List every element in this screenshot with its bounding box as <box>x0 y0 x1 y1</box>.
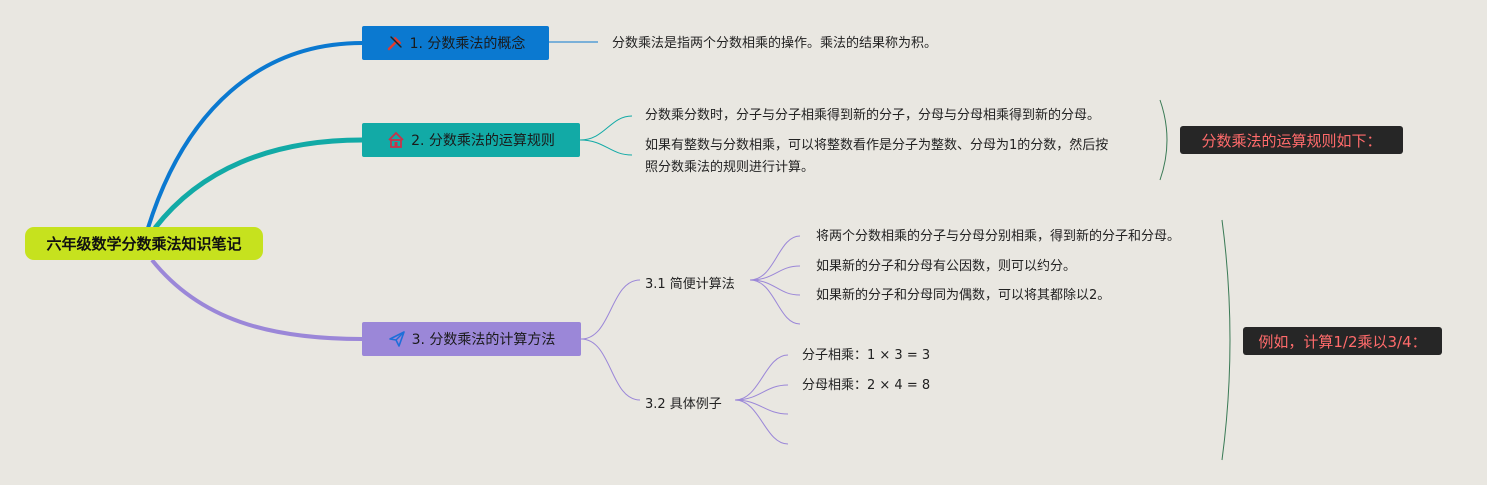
leaf-text: 将两个分数相乘的分子与分母分别相乘，得到新的分子和分母。 <box>816 229 1181 244</box>
leaf-concept-definition: 分数乘法是指两个分数相乘的操作。乘法的结果称为积。 <box>612 33 937 55</box>
connector-b3-sub1 <box>580 279 641 340</box>
summary-example[interactable]: 例如，计算1/2乘以3/4： <box>1243 327 1442 355</box>
connector-b3-sub2 <box>580 338 641 401</box>
branch-methods[interactable]: 3. 分数乘法的计算方法 <box>362 322 581 356</box>
summary-bracket-b2 <box>1159 99 1168 181</box>
summary-rules[interactable]: 分数乘法的运算规则如下： <box>1180 126 1403 154</box>
branch-methods-label: 3. 分数乘法的计算方法 <box>411 332 556 348</box>
branch-rules-label: 2. 分数乘法的运算规则 <box>411 133 555 149</box>
paper-plane-icon <box>388 330 406 348</box>
leaf-text-line2: 照分数乘法的规则进行计算。 <box>645 160 815 175</box>
home-icon <box>387 131 405 149</box>
leaf-text: 如果新的分子和分母有公因数，则可以约分。 <box>816 259 1077 274</box>
connector-sub1-leaf2 <box>749 265 801 281</box>
connector-b2-leaf2 <box>579 139 633 156</box>
summary-bracket-b3 <box>1221 219 1231 461</box>
leaf-text: 分母相乘：2 × 4 = 8 <box>802 378 931 393</box>
connector-sub1-leaf3 <box>749 279 801 296</box>
leaf-rules-2: 如果有整数与分数相乘，可以将整数看作是分子为整数、分母为1的分数，然后按 照分数… <box>645 135 1108 179</box>
leaf-text: 分数乘分数时，分子与分子相乘得到新的分子，分母与分母相乘得到新的分母。 <box>645 108 1101 123</box>
connector-root-b1 <box>146 41 363 229</box>
root-topic-label: 六年级数学分数乘法知识笔记 <box>46 235 242 253</box>
tools-icon <box>386 34 404 52</box>
leaf-example-2: 分母相乘：2 × 4 = 8 <box>802 375 930 397</box>
summary-rules-label: 分数乘法的运算规则如下： <box>1201 131 1382 150</box>
connector-sub1-leaf1 <box>749 235 801 281</box>
connector-sub2-leaf4 <box>734 399 789 445</box>
leaf-rules-1: 分数乘分数时，分子与分子相乘得到新的分子，分母与分母相乘得到新的分母。 <box>645 105 1100 127</box>
summary-example-label: 例如，计算1/2乘以3/4： <box>1258 332 1427 351</box>
subtopic-label: 3.1 简便计算法 <box>645 277 735 292</box>
connector-sub2-leaf1 <box>734 354 789 401</box>
branch-rules[interactable]: 2. 分数乘法的运算规则 <box>362 123 580 157</box>
connector-root-b3 <box>150 258 363 341</box>
connector-root-b2 <box>153 137 363 230</box>
connector-sub2-leaf2 <box>734 384 789 401</box>
leaf-simple-3: 如果新的分子和分母同为偶数，可以将其都除以2。 <box>816 285 1110 307</box>
root-topic[interactable]: 六年级数学分数乘法知识笔记 <box>25 227 263 260</box>
connector-sub1-leaf4 <box>749 279 801 325</box>
branch-concept-label: 1. 分数乘法的概念 <box>409 36 526 52</box>
connector-b2-leaf1 <box>579 115 633 141</box>
subtopic-label: 3.2 具体例子 <box>645 397 722 412</box>
leaf-example-1: 分子相乘：1 × 3 = 3 <box>802 345 930 367</box>
leaf-simple-1: 将两个分数相乘的分子与分母分别相乘，得到新的分子和分母。 <box>816 226 1180 248</box>
leaf-text: 如果新的分子和分母同为偶数，可以将其都除以2。 <box>816 288 1111 303</box>
leaf-text-line1: 如果有整数与分数相乘，可以将整数看作是分子为整数、分母为1的分数，然后按 <box>645 138 1109 153</box>
leaf-text: 分数乘法是指两个分数相乘的操作。乘法的结果称为积。 <box>612 36 938 51</box>
leaf-text: 分子相乘：1 × 3 = 3 <box>802 348 931 363</box>
branch-concept[interactable]: 1. 分数乘法的概念 <box>362 26 549 60</box>
subtopic-example[interactable]: 3.2 具体例子 <box>645 393 722 412</box>
leaf-simple-2: 如果新的分子和分母有公因数，则可以约分。 <box>816 256 1076 278</box>
subtopic-simple-method[interactable]: 3.1 简便计算法 <box>645 273 735 292</box>
